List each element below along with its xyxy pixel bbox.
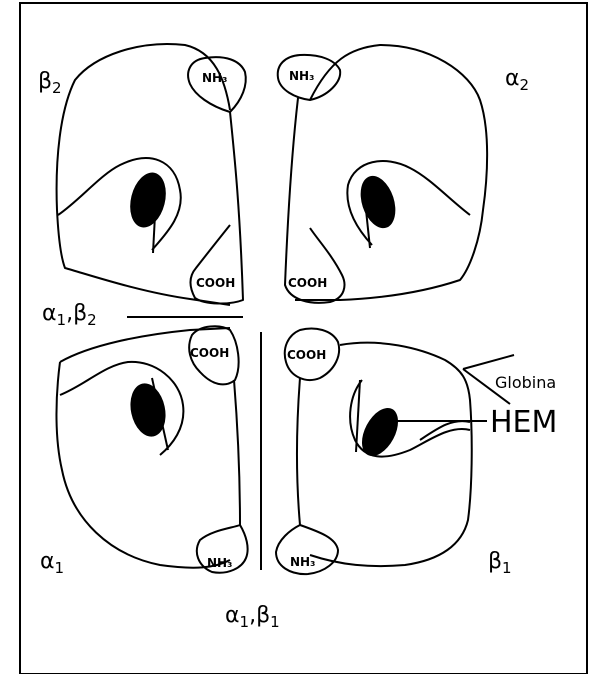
beta1-nh3-loop — [276, 378, 338, 574]
alpha1-nh3-loop — [197, 380, 248, 573]
globin-pointer-line — [463, 355, 514, 369]
label-alpha1: α1 — [40, 549, 64, 577]
label-interface-a1b2: α1,β2 — [42, 301, 97, 329]
heme-icon — [354, 171, 401, 232]
label-cooh-alpha2: COOH — [288, 276, 327, 290]
beta1-outline — [310, 343, 472, 566]
label-globin: Globina — [495, 373, 556, 392]
heme-icon — [125, 169, 172, 232]
label-beta1: β1 — [488, 549, 512, 577]
subunit-alpha2 — [278, 45, 487, 303]
label-beta2: β2 — [38, 69, 62, 97]
label-nh3-beta2: NH₃ — [202, 71, 227, 85]
label-nh3-alpha1: NH₃ — [207, 556, 232, 570]
label-cooh-beta2: COOH — [196, 276, 235, 290]
beta2-cooh-loop — [191, 112, 243, 304]
beta1-inner-curve-2 — [420, 421, 470, 440]
subunit-beta1 — [276, 329, 472, 575]
label-heme: HEM — [490, 405, 557, 440]
alpha2-cooh-loop — [285, 98, 344, 303]
label-alpha2: α2 — [505, 66, 529, 94]
label-nh3-beta1: NH₃ — [290, 555, 315, 569]
beta1-heme-pocket — [356, 380, 360, 452]
label-nh3-alpha2: NH₃ — [289, 69, 314, 83]
alpha2-outline — [295, 45, 487, 300]
label-interface-a1b1: α1,β1 — [225, 603, 280, 631]
subunit-alpha1 — [56, 326, 247, 572]
heme-icon — [355, 402, 406, 462]
label-cooh-alpha1: COOH — [190, 346, 229, 360]
label-cooh-beta1: COOH — [287, 348, 326, 362]
